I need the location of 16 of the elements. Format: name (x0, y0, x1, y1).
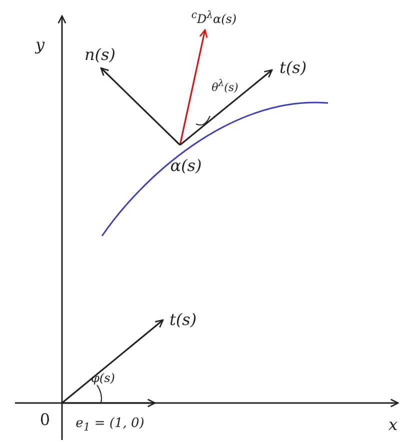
axis-label: x (388, 417, 398, 433)
vector-arrow (179, 29, 208, 146)
vector-label: n(s) (84, 47, 116, 63)
vector-label: e$_{1}$ = (1, 0) (76, 416, 144, 434)
vector-label: $^{c}$D$^{λ}$α(s) (191, 11, 237, 25)
vector-arrow (180, 69, 273, 146)
vector-label: t(s) (169, 312, 197, 328)
vector-arrow (62, 319, 164, 404)
vector-arrow (62, 398, 156, 408)
vector-label: t(s) (279, 60, 307, 76)
axis-label: y (35, 37, 45, 53)
vector-label: 0 (40, 412, 50, 428)
angle-label: θ$^{λ}$(s) (212, 79, 238, 93)
angle-label: φ(s) (91, 372, 115, 384)
vector-label: α(s) (170, 158, 202, 174)
vector-arrow (100, 67, 181, 146)
